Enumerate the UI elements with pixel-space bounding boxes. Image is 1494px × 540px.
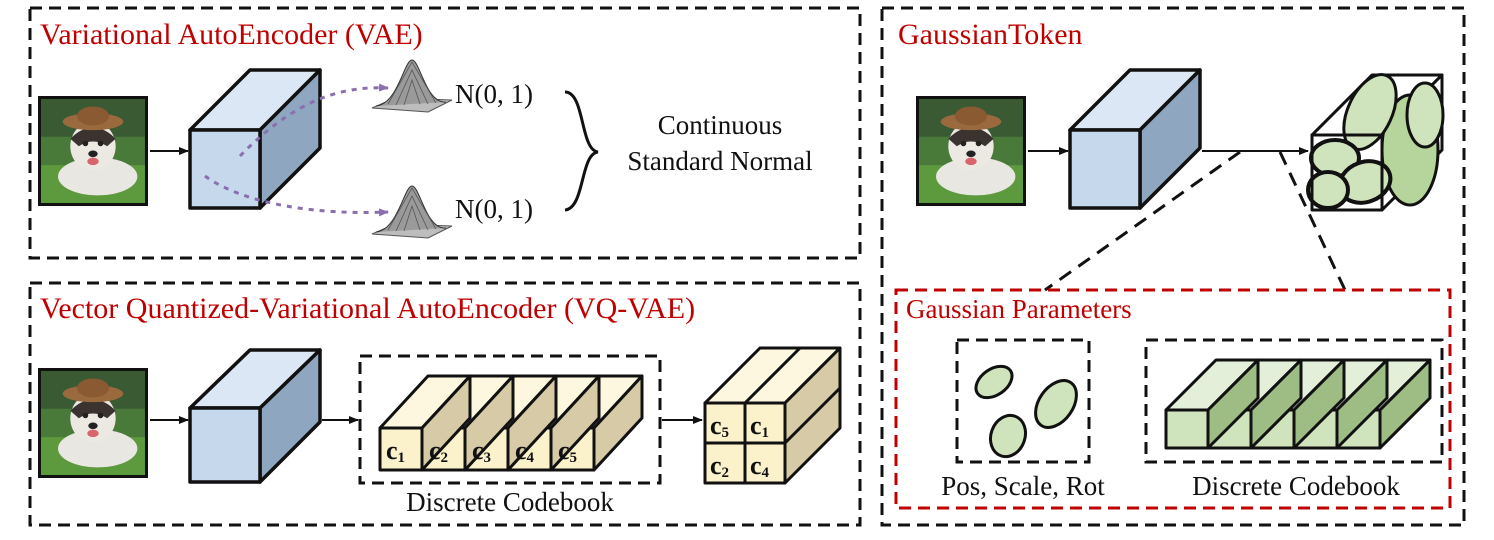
code-label-2: c2 (429, 436, 448, 466)
code-letter: c (515, 436, 527, 465)
gaussian-token-block (1306, 73, 1445, 212)
gaussian-surface-icon-bottom (371, 185, 453, 239)
svg-text:c3: c3 (472, 436, 491, 466)
code-sub: 1 (398, 450, 406, 466)
code-letter: c (710, 451, 722, 480)
gaussiantoken-input-image (916, 96, 1026, 206)
pos-scale-rot-frame (955, 338, 1091, 464)
vae-dist-top: N(0, 1) (455, 79, 533, 109)
code-letter: c (558, 436, 570, 465)
green-codebook-bar-1 (1164, 358, 1260, 450)
svg-text:c1: c1 (750, 411, 769, 441)
gaussian-surface-icon-top (371, 59, 453, 113)
gaussiantoken-title: GaussianToken (898, 18, 1083, 51)
gaussiantoken-encoder-block (1068, 68, 1202, 210)
svg-text:c1: c1 (386, 436, 405, 466)
code-letter: c (386, 436, 398, 465)
gaussian-parameters-title: Gaussian Parameters (906, 294, 1132, 324)
vqvae-panel: Vector Quantized-Variational AutoEncoder… (28, 281, 862, 527)
code-letter: c (472, 436, 484, 465)
svg-text:c5: c5 (710, 411, 729, 441)
quantized-code-2: c1 (750, 411, 769, 441)
code-label-4: c4 (515, 436, 535, 466)
code-label-5: c5 (558, 436, 577, 466)
vae-desc-line2: Standard Normal (627, 146, 812, 176)
gaussian-codebook-label: Discrete Codebook (1192, 471, 1400, 501)
zoom-line-left (1044, 150, 1241, 292)
vae-brace (564, 90, 599, 212)
code-sub: 2 (722, 465, 730, 481)
vqvae-codebook-frame (358, 354, 662, 485)
code-letter: c (710, 411, 722, 440)
vae-sample-arrow-top (238, 83, 389, 158)
svg-text:c4: c4 (515, 436, 535, 466)
code-sub: 5 (722, 425, 730, 441)
vae-input-image (38, 96, 148, 206)
vqvae-encoder-block (188, 348, 322, 484)
svg-text:c2: c2 (429, 436, 448, 466)
code-sub: 5 (570, 450, 578, 466)
quantized-code-4: c4 (750, 451, 770, 481)
code-letter: c (750, 451, 762, 480)
svg-text:c4: c4 (750, 451, 770, 481)
code-sub: 1 (762, 425, 770, 441)
vae-dist-bottom: N(0, 1) (455, 194, 533, 224)
vqvae-title: Vector Quantized-Variational AutoEncoder… (40, 292, 695, 325)
code-sub: 2 (441, 450, 449, 466)
code-letter: c (429, 436, 441, 465)
vae-title: Variational AutoEncoder (VAE) (40, 18, 423, 51)
quantized-code-1: c5 (710, 411, 729, 441)
pos-scale-rot-label: Pos, Scale, Rot (941, 471, 1105, 501)
vqvae-input-image (38, 368, 148, 478)
vae-panel: Variational AutoEncoder (VAE) N(0, 1) N(… (28, 6, 862, 260)
code-sub: 4 (762, 465, 770, 481)
gaussian-ellipse-icons (974, 364, 1078, 459)
svg-text:c2: c2 (710, 451, 729, 481)
codebook-bar-1 (378, 374, 472, 472)
vae-desc-line1: Continuous (658, 110, 783, 140)
svg-text:c5: c5 (558, 436, 577, 466)
gaussian-parameters-frame (894, 288, 1452, 510)
code-letter: c (750, 411, 762, 440)
code-label-1: c1 (386, 436, 405, 466)
gaussiantoken-panel: GaussianToken Gaussian Parameter (880, 6, 1466, 527)
zoom-line-right (1278, 151, 1347, 291)
quantized-block (703, 346, 842, 485)
code-label-3: c3 (472, 436, 491, 466)
vae-encoder-block (188, 68, 322, 210)
code-sub: 3 (484, 450, 492, 466)
quantized-code-3: c2 (710, 451, 729, 481)
vqvae-codebook-label: Discrete Codebook (406, 487, 614, 517)
code-sub: 4 (527, 450, 535, 466)
